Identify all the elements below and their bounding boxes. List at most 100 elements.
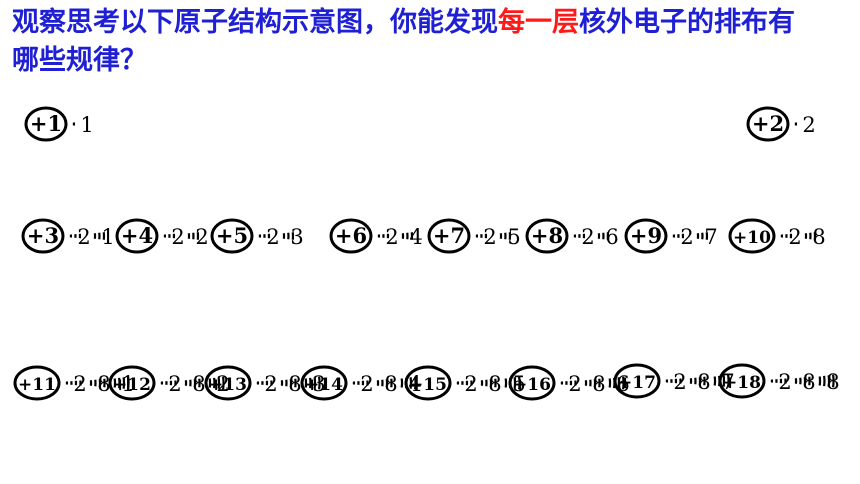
nucleus-charge: +5 <box>216 223 248 248</box>
shell-electron-count: 1 <box>121 372 134 396</box>
shell-electron-count: 8 <box>812 225 825 249</box>
shell-electron-count: 2 <box>216 372 229 396</box>
nucleus-charge: +15 <box>409 375 447 395</box>
shell-electron-count: 2 <box>778 370 791 394</box>
nucleus-circle <box>24 106 68 142</box>
title-highlight: 每一层 <box>498 7 579 38</box>
shell-electron-count: 3 <box>312 372 325 396</box>
shell-electron-count: 8 <box>802 370 815 394</box>
nucleus-charge: +11 <box>18 375 56 395</box>
nucleus-charge: +10 <box>733 228 771 248</box>
shell-electron-count: 8 <box>384 372 397 396</box>
atom-diagram-1: +1 1 <box>24 106 94 142</box>
nucleus-circle <box>210 218 254 254</box>
shell-electron-count: 8 <box>192 372 205 396</box>
shell-electron-count: 7 <box>721 370 734 394</box>
shell-electron-count: 4 <box>408 372 421 396</box>
nucleus-charge: +3 <box>27 223 59 248</box>
shell-electron-count: 8 <box>488 372 501 396</box>
shell-electron-count: 2 <box>264 372 277 396</box>
shell-electron-count: 2 <box>195 225 208 249</box>
shell-electron-count: 8 <box>826 370 839 394</box>
shell-electron-count: 2 <box>673 370 686 394</box>
nucleus-charge: +14 <box>305 375 343 395</box>
shell-electron-count: 2 <box>581 225 594 249</box>
nucleus-circle <box>204 365 252 401</box>
nucleus-circle <box>525 218 569 254</box>
title-text-2: 核外电子的排布有哪些规律？ <box>12 7 795 76</box>
atom-diagram-2: +2 2 <box>746 106 816 142</box>
nucleus-circle <box>329 218 373 254</box>
nucleus-circle <box>508 365 556 401</box>
shell-electron-count: 2 <box>385 225 398 249</box>
shell-electron-count: 2 <box>168 372 181 396</box>
nucleus-charge: +17 <box>618 373 656 393</box>
nucleus-circle <box>718 363 766 399</box>
nucleus-charge: +6 <box>335 223 367 248</box>
shell-electron-count: 8 <box>592 372 605 396</box>
shell-electron-count: 8 <box>97 372 110 396</box>
nucleus-circle <box>624 218 668 254</box>
shell-electron-count: 2 <box>802 113 815 137</box>
shell-electron-count: 5 <box>507 225 520 249</box>
shell-electron-count: 2 <box>483 225 496 249</box>
shell-electron-count: 2 <box>266 225 279 249</box>
shell-electron-count: 4 <box>409 225 422 249</box>
nucleus-charge: +9 <box>630 223 662 248</box>
shell-electron-count: 1 <box>101 225 114 249</box>
shell-electron-count: 1 <box>80 113 93 137</box>
shell-electron-count: 3 <box>290 225 303 249</box>
nucleus-charge: +4 <box>121 223 153 248</box>
nucleus-circle <box>21 218 65 254</box>
nucleus-charge: +16 <box>513 375 551 395</box>
shell-electron-count: 6 <box>605 225 618 249</box>
shell-electron-count: 2 <box>77 225 90 249</box>
slide-title: 观察思考以下原子结构示意图，你能发现每一层核外电子的排布有哪些规律？ <box>12 4 812 80</box>
shell-electron-count: 2 <box>680 225 693 249</box>
nucleus-circle <box>728 218 776 254</box>
shell-electron-count: 2 <box>568 372 581 396</box>
nucleus-charge: +13 <box>209 375 247 395</box>
shell-electron-count: 2 <box>360 372 373 396</box>
shell-electron-count: 8 <box>697 370 710 394</box>
nucleus-charge: +7 <box>433 223 465 248</box>
shell-electron-count: 2 <box>788 225 801 249</box>
nucleus-charge: +8 <box>531 223 563 248</box>
shell-electron-count: 8 <box>288 372 301 396</box>
shell-electron-count: 2 <box>171 225 184 249</box>
shell-electron-count: 2 <box>464 372 477 396</box>
nucleus-circle <box>404 365 452 401</box>
nucleus-charge: +12 <box>113 375 151 395</box>
nucleus-circle <box>613 363 661 399</box>
nucleus-circle <box>115 218 159 254</box>
nucleus-charge: +1 <box>30 111 62 136</box>
nucleus-circle <box>108 365 156 401</box>
nucleus-circle <box>746 106 790 142</box>
nucleus-charge: +18 <box>723 373 761 393</box>
nucleus-circle <box>427 218 471 254</box>
nucleus-circle <box>13 365 61 401</box>
title-text-1: 观察思考以下原子结构示意图，你能发现 <box>12 7 498 38</box>
nucleus-charge: +2 <box>752 111 784 136</box>
shell-electron-count: 2 <box>73 372 86 396</box>
shell-electron-count: 5 <box>512 372 525 396</box>
shell-electron-count: 7 <box>704 225 717 249</box>
nucleus-circle <box>300 365 348 401</box>
